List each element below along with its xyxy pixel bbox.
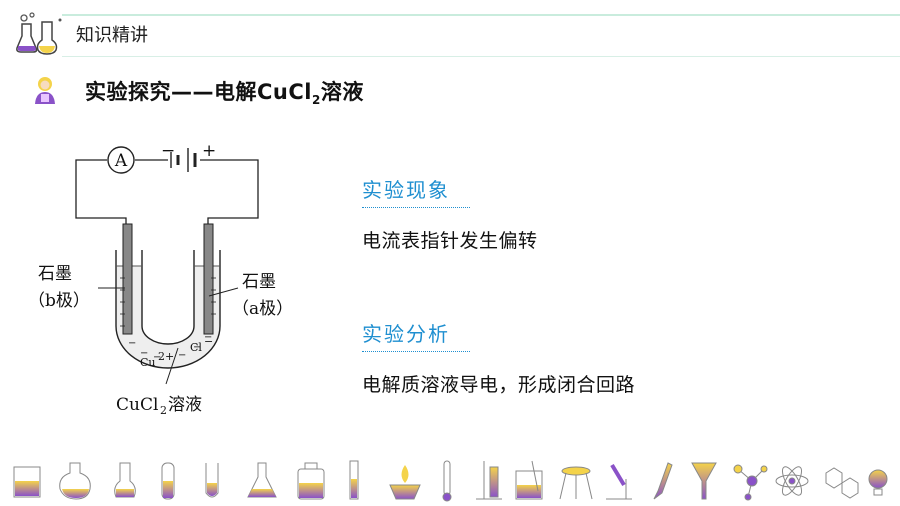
bulb-icon: [868, 469, 888, 496]
svg-text:−: −: [178, 350, 186, 361]
atom-icon: [775, 466, 809, 496]
header-title: 知识精讲: [76, 25, 148, 46]
header-bottom-rule: [62, 56, 900, 57]
funnel-icon: [691, 462, 717, 500]
test-tube-icon: [205, 463, 219, 498]
right-electrode-pole: （a极）: [232, 299, 293, 319]
erlenmeyer-icon: [247, 462, 277, 498]
dropper-icon: [653, 462, 673, 500]
flask-icon: [114, 462, 136, 498]
thermometer-icon: [442, 460, 452, 502]
beaker-icon: [13, 466, 41, 498]
svg-text:−: −: [153, 352, 161, 363]
solution-label-subscript: 2: [160, 404, 167, 417]
right-electrode-name: 石墨: [242, 272, 276, 292]
right-pointer: [208, 287, 239, 297]
right-wire: [200, 159, 259, 226]
stand-icon: [476, 461, 502, 500]
left-electrode-pole: （b极）: [28, 291, 90, 311]
molecule-icon: [733, 464, 768, 501]
ion-marks: −−− −−−: [128, 332, 212, 363]
svg-text:−: −: [193, 342, 201, 353]
solution-label-suffix: 溶液: [168, 395, 202, 415]
burner-icon: [389, 465, 421, 500]
section-title: 实验探究——电解CuCl2溶液: [85, 76, 364, 107]
left-wire: [75, 159, 127, 226]
u-tube: [115, 250, 221, 369]
phenomenon-heading: 实验现象: [362, 178, 450, 202]
left-electrode: [122, 223, 133, 335]
header-top-rule: [62, 14, 900, 16]
anion-label: Cl: [190, 341, 202, 354]
battery-positive-sign: +: [202, 141, 216, 161]
tripod-icon: [559, 466, 593, 500]
beaker-stir-icon: [515, 460, 543, 500]
cation-label: Cu: [140, 356, 156, 369]
svg-text:−: −: [128, 338, 136, 349]
svg-text:−: −: [140, 348, 148, 359]
cation-charge: 2+: [158, 350, 174, 363]
lab-logo-icon: [16, 12, 64, 55]
section-title-subscript: 2: [311, 93, 321, 108]
battery-negative-sign: −: [161, 141, 175, 161]
lab-equipment-strip: [13, 460, 888, 502]
phenomenon-text: 电流表指针发生偏转: [362, 230, 538, 252]
vial-icon: [161, 462, 175, 500]
section-title-suffix: 溶液: [320, 80, 364, 104]
phenomenon-rule: [362, 207, 470, 208]
anion-charge: −: [204, 335, 213, 348]
hexagon-icon: [825, 467, 859, 499]
microscope-icon: [606, 463, 632, 500]
electrolysis-diagram: A − + −−− −−− Cu 2+ Cl − 石墨 （b极） 石墨 （a极）…: [28, 141, 293, 417]
battery-icon: [170, 148, 197, 172]
ammeter-label: A: [114, 151, 128, 171]
right-electrode: [203, 223, 214, 335]
ammeter-icon: [107, 146, 135, 174]
cylinder-icon: [349, 460, 359, 500]
jar-icon: [297, 462, 325, 500]
svg-text:−: −: [204, 332, 212, 343]
section-title-prefix: 实验探究——电解CuCl: [85, 80, 312, 104]
round-flask-icon: [59, 462, 91, 500]
scientist-icon: [35, 77, 55, 104]
analysis-rule: [362, 351, 470, 352]
solution-pointer: [165, 347, 179, 385]
analysis-text: 电解质溶液导电，形成闭合回路: [362, 374, 636, 396]
analysis-heading: 实验分析: [362, 322, 450, 346]
solution-label-prefix: CuCl: [116, 395, 158, 415]
left-electrode-name: 石墨: [38, 264, 72, 284]
